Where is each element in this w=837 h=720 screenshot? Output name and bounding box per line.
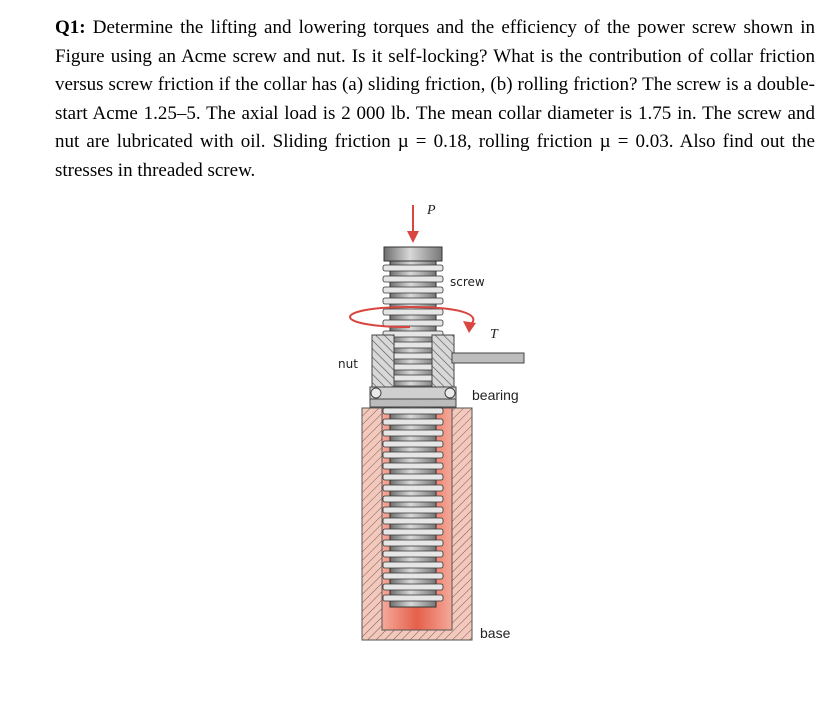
thread bbox=[382, 275, 444, 283]
power-screw-figure: P screw T nut bearing base bbox=[320, 195, 540, 665]
bearing bbox=[369, 386, 457, 408]
question-paragraph: Q1: Determine the lifting and lowering t… bbox=[55, 14, 815, 186]
load-arrow bbox=[407, 205, 419, 243]
thread bbox=[382, 407, 444, 415]
thread bbox=[382, 506, 444, 514]
thread bbox=[382, 286, 444, 294]
thread bbox=[382, 297, 444, 305]
nut-label: nut bbox=[338, 357, 358, 371]
handle bbox=[451, 352, 525, 364]
thread bbox=[382, 451, 444, 459]
question-text: Determine the lifting and lowering torqu… bbox=[55, 17, 816, 181]
thread bbox=[382, 473, 444, 481]
screw-label: screw bbox=[450, 275, 485, 289]
torque-arrow bbox=[349, 305, 476, 333]
thread bbox=[382, 418, 444, 426]
thread bbox=[382, 495, 444, 503]
thread bbox=[382, 319, 444, 327]
thread bbox=[382, 330, 444, 338]
nut bbox=[371, 334, 525, 388]
thread bbox=[382, 550, 444, 558]
thread bbox=[382, 429, 444, 437]
power-screw-diagram bbox=[349, 205, 525, 641]
thread bbox=[382, 264, 444, 272]
base-label: base bbox=[480, 625, 511, 641]
thread bbox=[382, 462, 444, 470]
load-label: P bbox=[427, 203, 436, 218]
thread bbox=[382, 594, 444, 602]
thread bbox=[382, 517, 444, 525]
question-number: Q1: bbox=[55, 17, 86, 38]
thread bbox=[382, 308, 444, 316]
thread bbox=[382, 440, 444, 448]
thread bbox=[382, 561, 444, 569]
bearing-label: bearing bbox=[472, 387, 519, 403]
thread bbox=[382, 484, 444, 492]
thread bbox=[382, 528, 444, 536]
thread bbox=[382, 583, 444, 591]
screw bbox=[382, 246, 444, 608]
thread bbox=[382, 572, 444, 580]
thread bbox=[382, 539, 444, 547]
torque-label: T bbox=[490, 327, 498, 342]
